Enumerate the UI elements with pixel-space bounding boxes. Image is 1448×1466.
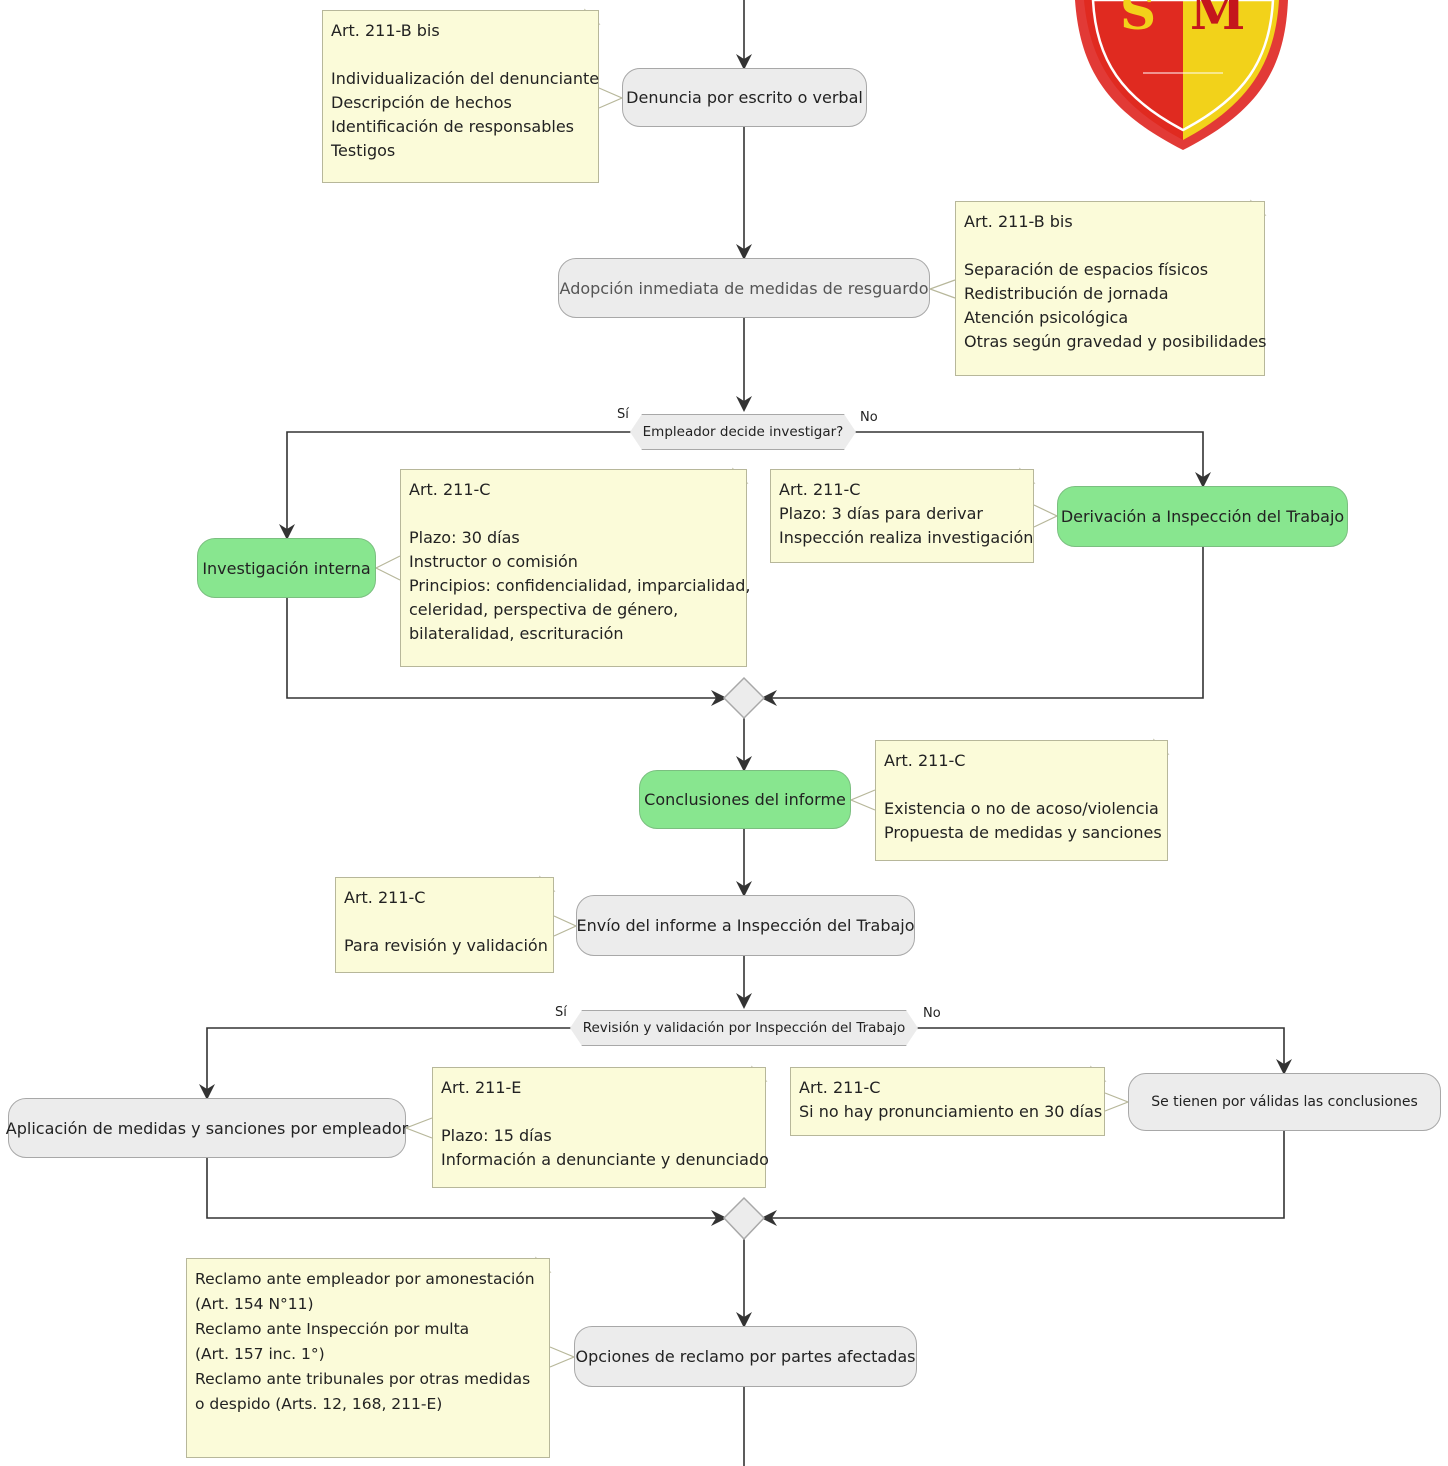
note-line (441, 1100, 757, 1124)
node-conclusiones[interactable]: Conclusiones del informe (639, 770, 851, 829)
note-line: Art. 211-C (799, 1078, 881, 1097)
decision2-yes-label: Sí (555, 1005, 567, 1020)
note-opciones-reclamo: Reclamo ante empleador por amonestación … (186, 1258, 550, 1458)
note-line: Reclamo ante Inspección por multa (195, 1320, 470, 1338)
node-denuncia[interactable]: Denuncia por escrito o verbal (622, 68, 867, 127)
note-line: Art. 211-C (779, 480, 861, 499)
note-art-211c-investigacion: Art. 211-C Plazo: 30 días Instructor o c… (400, 469, 751, 667)
note-line (331, 43, 590, 67)
note-line: (Art. 154 N°11) (195, 1295, 314, 1313)
note-art-211b-denuncia: Art. 211-B bis Individualización del den… (322, 10, 599, 183)
edge-decision1-no (856, 431, 1211, 488)
note-line: Individualización del denunciante (331, 69, 600, 88)
note-line: Reclamo ante empleador por amonestación (195, 1270, 535, 1288)
note-line: Si no hay pronunciamiento en 30 días (799, 1102, 1103, 1121)
merge-diamond (722, 1196, 766, 1241)
edge-validas-merge (761, 1131, 1285, 1226)
node-derivacion-inspeccion[interactable]: Derivación a Inspección del Trabajo (1057, 486, 1348, 547)
note-pointer (928, 279, 956, 299)
note-pointer (404, 1117, 433, 1139)
note-line: Art. 211-B bis (331, 21, 440, 40)
decision1-yes-label: Sí (617, 407, 629, 422)
note-art-211b-resguardo: Art. 211-B bis Separación de espacios fí… (955, 201, 1267, 376)
decision-revision-validacion[interactable]: Revisión y validación por Inspección del… (570, 1010, 918, 1046)
note-line: Plazo: 15 días (441, 1126, 552, 1145)
note-art-211c-pronunciamiento: Art. 211-C Si no hay pronunciamiento en … (790, 1067, 1105, 1136)
logo-letter-m: M (1190, 0, 1246, 41)
note-line: Principios: confidencialidad, imparciali… (409, 576, 751, 595)
note-line: Otras según gravedad y posibilidades (964, 332, 1267, 351)
note-line: Testigos (331, 141, 396, 160)
note-line: Propuesta de medidas y sanciones (884, 823, 1162, 842)
edge-aplicacion-merge (206, 1158, 727, 1226)
note-art-211e-aplicacion: Art. 211-E Plazo: 15 días Información a … (432, 1067, 769, 1188)
decision1-no-label: No (860, 410, 878, 425)
note-pointer (849, 789, 876, 811)
logo-letter-s: S (1120, 0, 1157, 41)
node-investigacion-interna[interactable]: Investigación interna (197, 538, 376, 598)
note-line: Redistribución de jornada (964, 284, 1169, 303)
note-pointer (1104, 1092, 1130, 1112)
note-line: Art. 211-E (441, 1078, 522, 1097)
node-envio-informe[interactable]: Envío del informe a Inspección del Traba… (576, 895, 915, 956)
node-validas-conclusiones[interactable]: Se tienen por válidas las conclusiones (1128, 1073, 1441, 1131)
note-line: Existencia o no de acoso/violencia (884, 799, 1159, 818)
note-line: Para revisión y validación (344, 936, 548, 955)
note-line: Art. 211-B bis (964, 212, 1073, 231)
note-line: o despido (Arts. 12, 168, 211-E) (195, 1395, 443, 1413)
note-line: Reclamo ante tribunales por otras medida… (195, 1370, 531, 1388)
note-line: Identificación de responsables (331, 117, 575, 136)
logo-shield (1075, 0, 1288, 150)
note-line (964, 234, 1256, 258)
note-line: Separación de espacios físicos (964, 260, 1209, 279)
note-pointer (553, 915, 578, 937)
note-line: Descripción de hechos (331, 93, 512, 112)
node-adopcion[interactable]: Adopción inmediata de medidas de resguar… (558, 258, 930, 318)
note-pointer (549, 1346, 576, 1368)
note-art-211c-derivacion: Art. 211-C Plazo: 3 días para derivar In… (770, 469, 1034, 563)
note-pointer (374, 555, 401, 581)
edge-decision2-no (918, 1027, 1292, 1075)
note-line: bilateralidad, escrituración (409, 624, 624, 643)
node-aplicacion-medidas[interactable]: Aplicación de medidas y sanciones por em… (6, 1098, 408, 1158)
merge-diamond (722, 676, 766, 720)
note-line: Información a denunciante y denunciado (441, 1150, 769, 1169)
note-line: Art. 211-C (884, 751, 966, 770)
note-pointer (598, 87, 624, 109)
decision2-no-label: No (923, 1006, 941, 1021)
decision-empleador-investigar[interactable]: Empleador decide investigar? (630, 414, 856, 450)
note-line (344, 910, 545, 934)
note-line: Plazo: 3 días para derivar (779, 504, 983, 523)
note-art-211c-conclusiones: Art. 211-C Existencia o no de acoso/viol… (875, 740, 1168, 861)
note-art-211c-envio: Art. 211-C Para revisión y validación (335, 877, 554, 973)
edge-decision1-si (279, 431, 630, 540)
node-opciones-reclamo[interactable]: Opciones de reclamo por partes afectadas (574, 1326, 917, 1387)
edge-investigacion-merge (286, 598, 727, 706)
note-line: Atención psicológica (964, 308, 1129, 327)
note-line: Art. 211-C (409, 480, 491, 499)
note-line (409, 502, 738, 526)
edge-decision2-si (199, 1027, 570, 1100)
note-pointer (1033, 504, 1059, 528)
edge-derivacion-merge (761, 547, 1204, 706)
note-line: (Art. 157 inc. 1°) (195, 1345, 325, 1363)
note-line: celeridad, perspectiva de género, (409, 600, 679, 619)
note-line: Inspección realiza investigación (779, 528, 1034, 547)
note-line: Plazo: 30 días (409, 528, 520, 547)
note-line: Instructor o comisión (409, 552, 578, 571)
note-line: Art. 211-C (344, 888, 426, 907)
note-line (884, 773, 1159, 797)
